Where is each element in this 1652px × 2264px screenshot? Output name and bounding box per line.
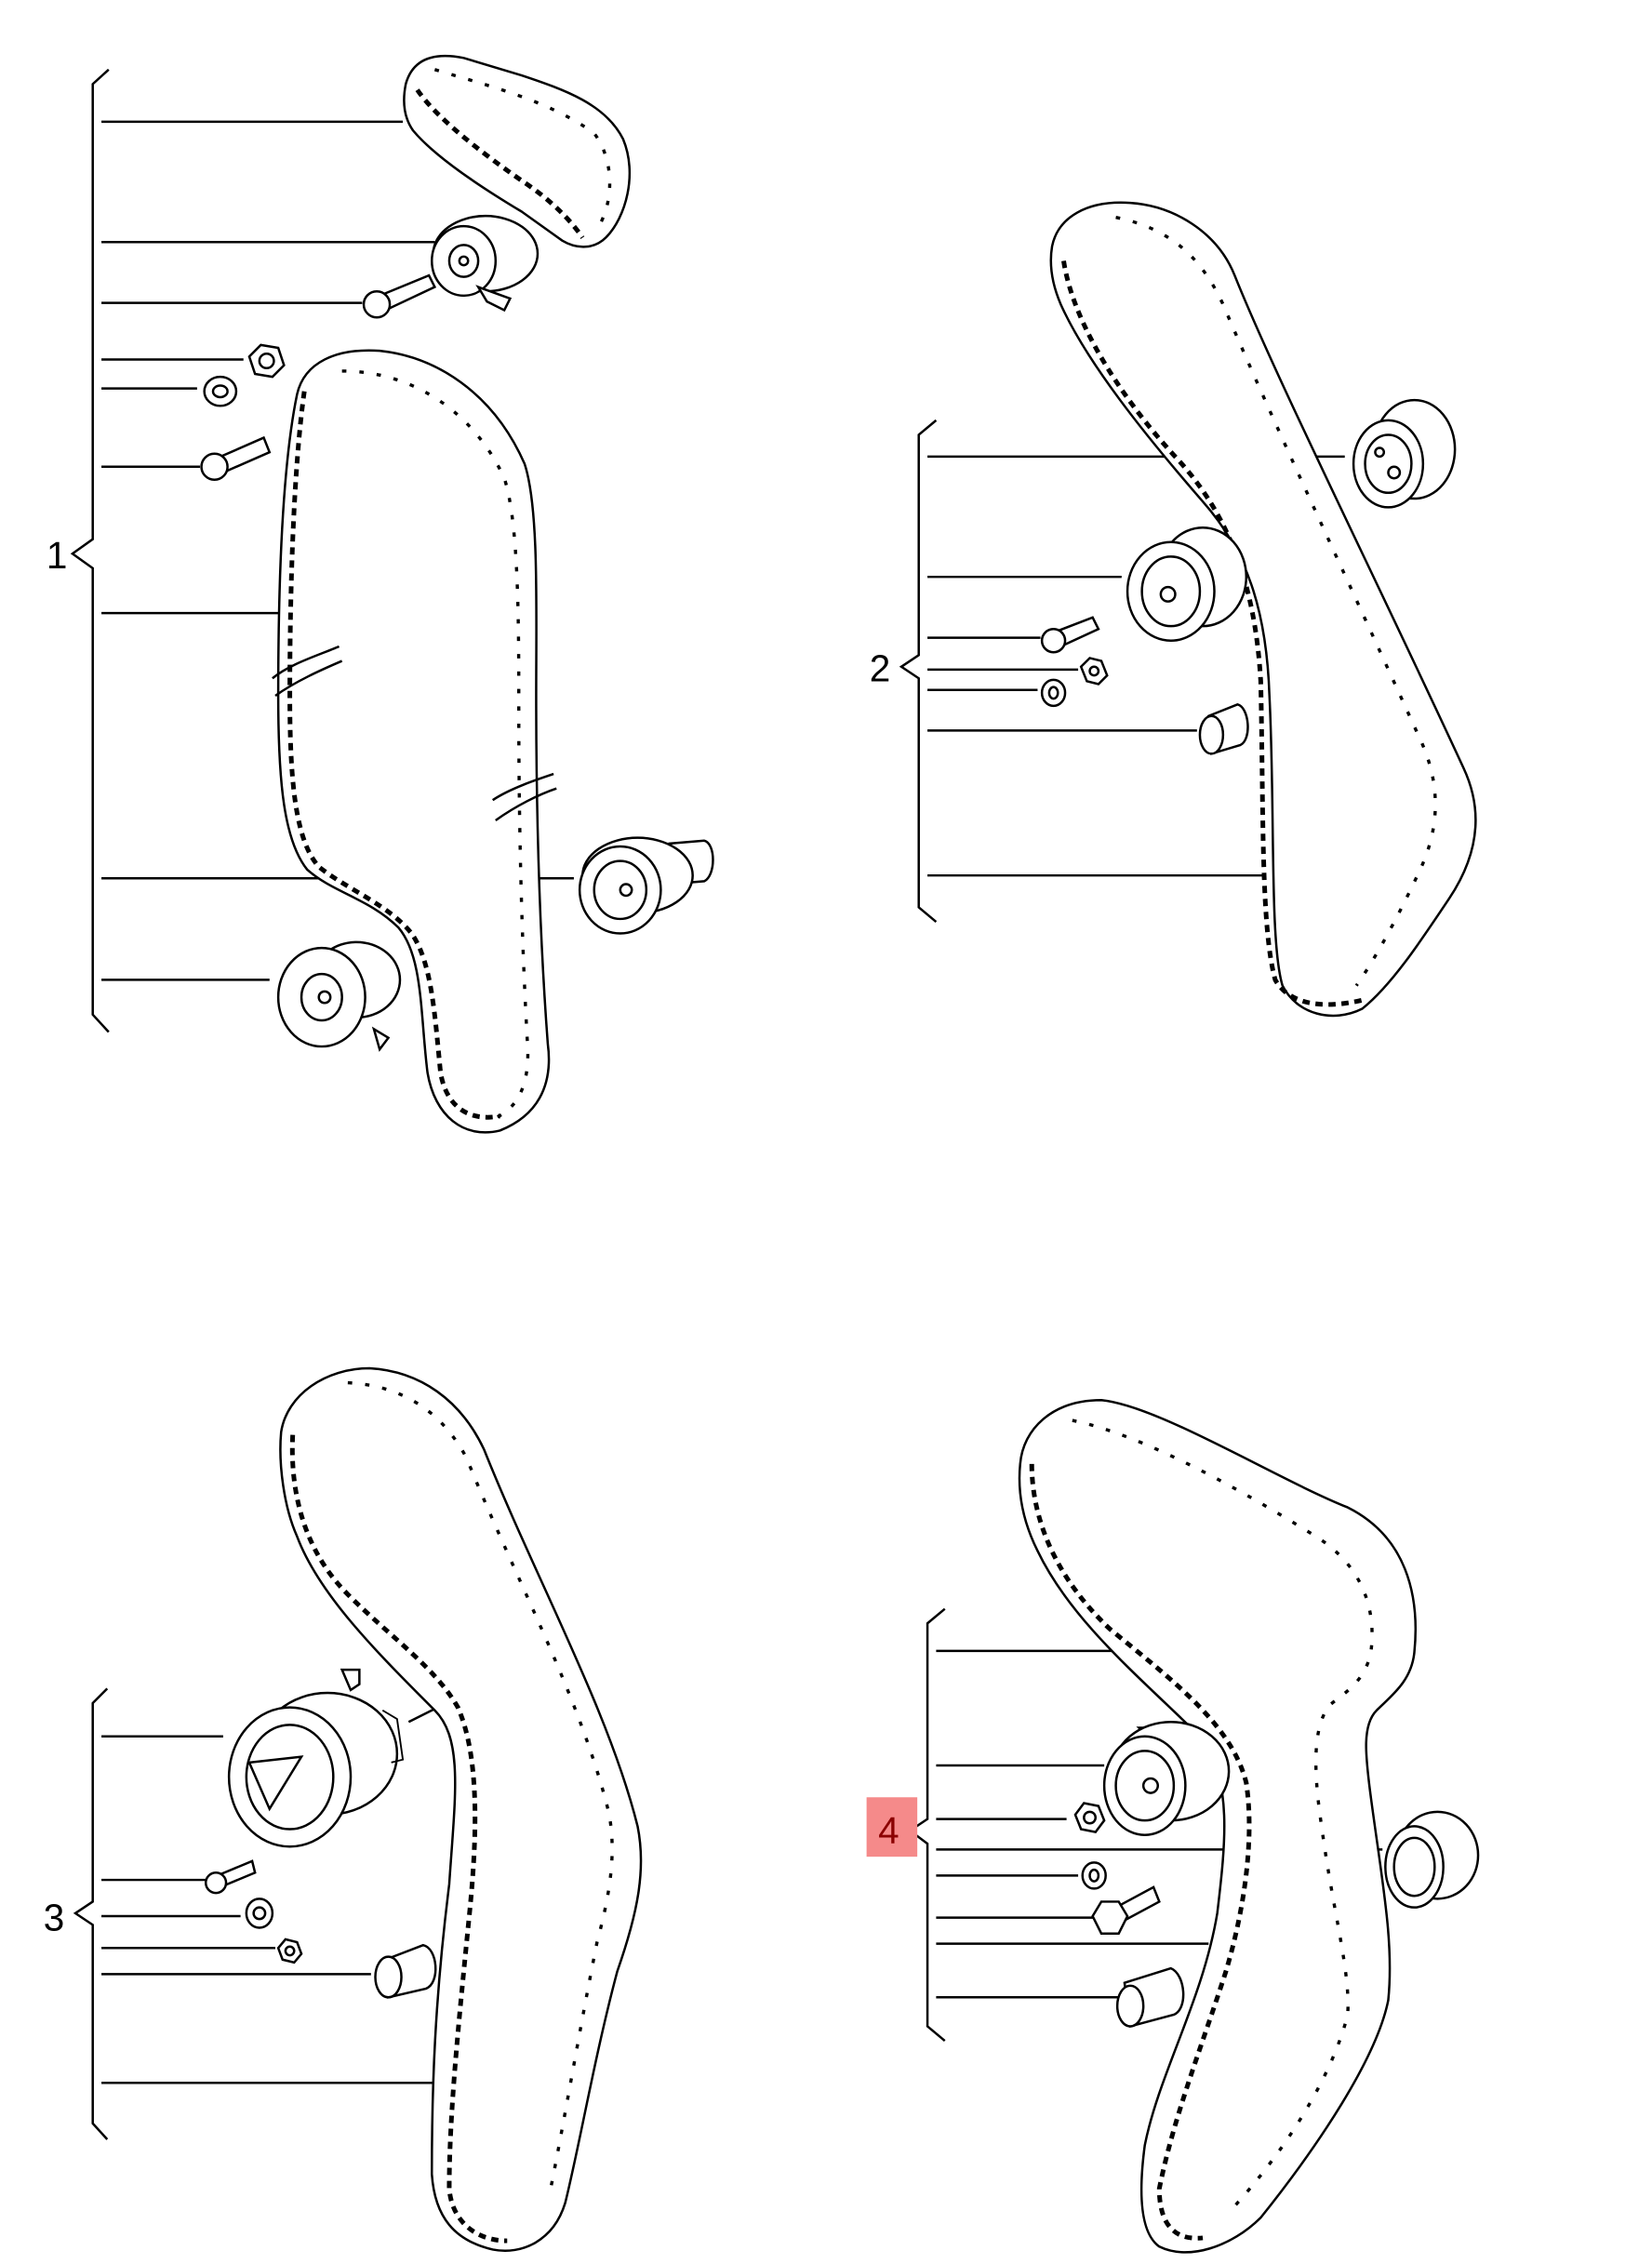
nut [276, 1938, 303, 1964]
callout-group-2: 2 [870, 201, 1477, 1018]
tensioning-roller [227, 1668, 405, 1848]
spacer-sleeve [374, 1943, 437, 1999]
timing-belt [279, 1366, 643, 2252]
callout-number-4[interactable]: 4 [878, 1809, 899, 1852]
short-timing-belt [403, 54, 632, 248]
bolt [1040, 616, 1100, 654]
callout-group-3: 3 [44, 1366, 643, 2252]
callout-number-1[interactable]: 1 [47, 534, 68, 577]
tensioning-roller [1102, 1720, 1231, 1837]
washer [1081, 1861, 1107, 1890]
nut [1079, 657, 1109, 686]
nut [247, 343, 286, 379]
bracket-1 [70, 68, 110, 1033]
nut [1073, 1802, 1106, 1834]
timing-belt [1049, 201, 1477, 1018]
timing-belt [272, 349, 557, 1134]
bracket-2 [899, 419, 938, 924]
bolt [204, 1859, 257, 1895]
bolt [362, 273, 437, 319]
washer [1040, 678, 1067, 708]
callout-highlight [866, 1797, 918, 1858]
spacer-sleeve [1115, 1966, 1185, 2029]
tensioning-roller [1126, 526, 1248, 642]
guide-roller [1384, 1810, 1480, 1909]
washer [245, 1898, 274, 1929]
bolt [1091, 1885, 1161, 1935]
callout-group-4: 4 [866, 1399, 1480, 2254]
washer [203, 375, 238, 407]
spacer-sleeve [1198, 703, 1249, 755]
callout-number-3[interactable]: 3 [44, 1897, 65, 1939]
guide-roller [1352, 398, 1457, 509]
callout-number-2[interactable]: 2 [870, 646, 891, 689]
tensioning-roller [276, 940, 402, 1052]
bolt [200, 435, 272, 482]
tensioning-roller [431, 214, 540, 313]
bracket-3 [73, 1687, 109, 2140]
guide-roller [578, 836, 714, 935]
callout-group-1: 1 [47, 54, 714, 1134]
